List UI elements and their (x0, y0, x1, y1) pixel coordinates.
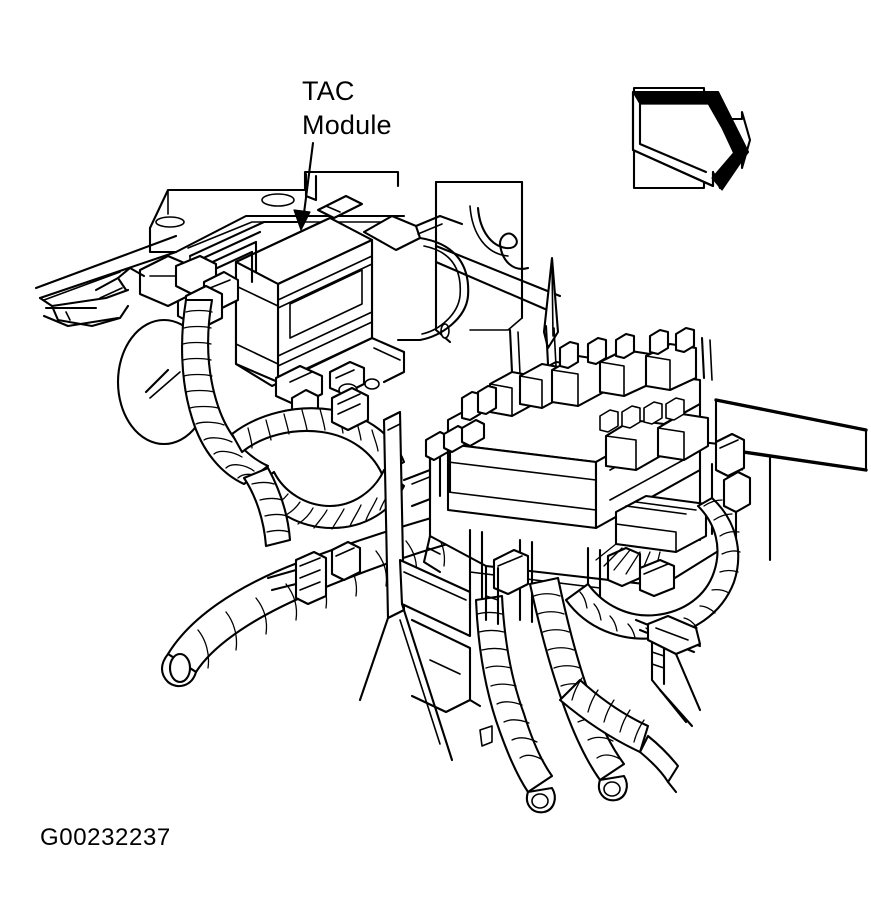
panel-hole-oval (261, 193, 295, 207)
tac-module-left-face (234, 260, 280, 384)
figure-caption: G00232237 (40, 824, 171, 851)
connector-cluster-right (595, 494, 708, 598)
harness-end-opening (168, 652, 192, 684)
body-panel-bracket (34, 170, 406, 328)
background-detail-lines (144, 336, 500, 626)
connector-cluster-body (614, 494, 708, 554)
harness-left-loop (181, 298, 270, 486)
vertical-support-bracket (358, 410, 493, 762)
lower-right-plate (634, 614, 702, 728)
tac-module (176, 194, 470, 420)
harness-branch-lower-left (474, 594, 556, 814)
relay-row-upper (488, 342, 698, 418)
harness-upper-loop (230, 386, 406, 476)
vehicle-front-direction-arrow-icon (631, 86, 752, 191)
fuse-block-left-fins (424, 418, 486, 502)
harness-vertical-left (242, 466, 292, 548)
bulkhead-panel (434, 180, 562, 350)
callout-label-line2: Module (302, 110, 392, 140)
connector-stubs-center (266, 540, 362, 606)
relay-cluster-right (599, 397, 710, 472)
callout-tac-module: TAC Module (293, 76, 392, 231)
callout-leader-line (301, 141, 315, 223)
harness-lower-right-diagonal (558, 677, 680, 794)
callout-label-line1: TAC (302, 76, 355, 106)
fuse-pin-row (460, 324, 713, 422)
